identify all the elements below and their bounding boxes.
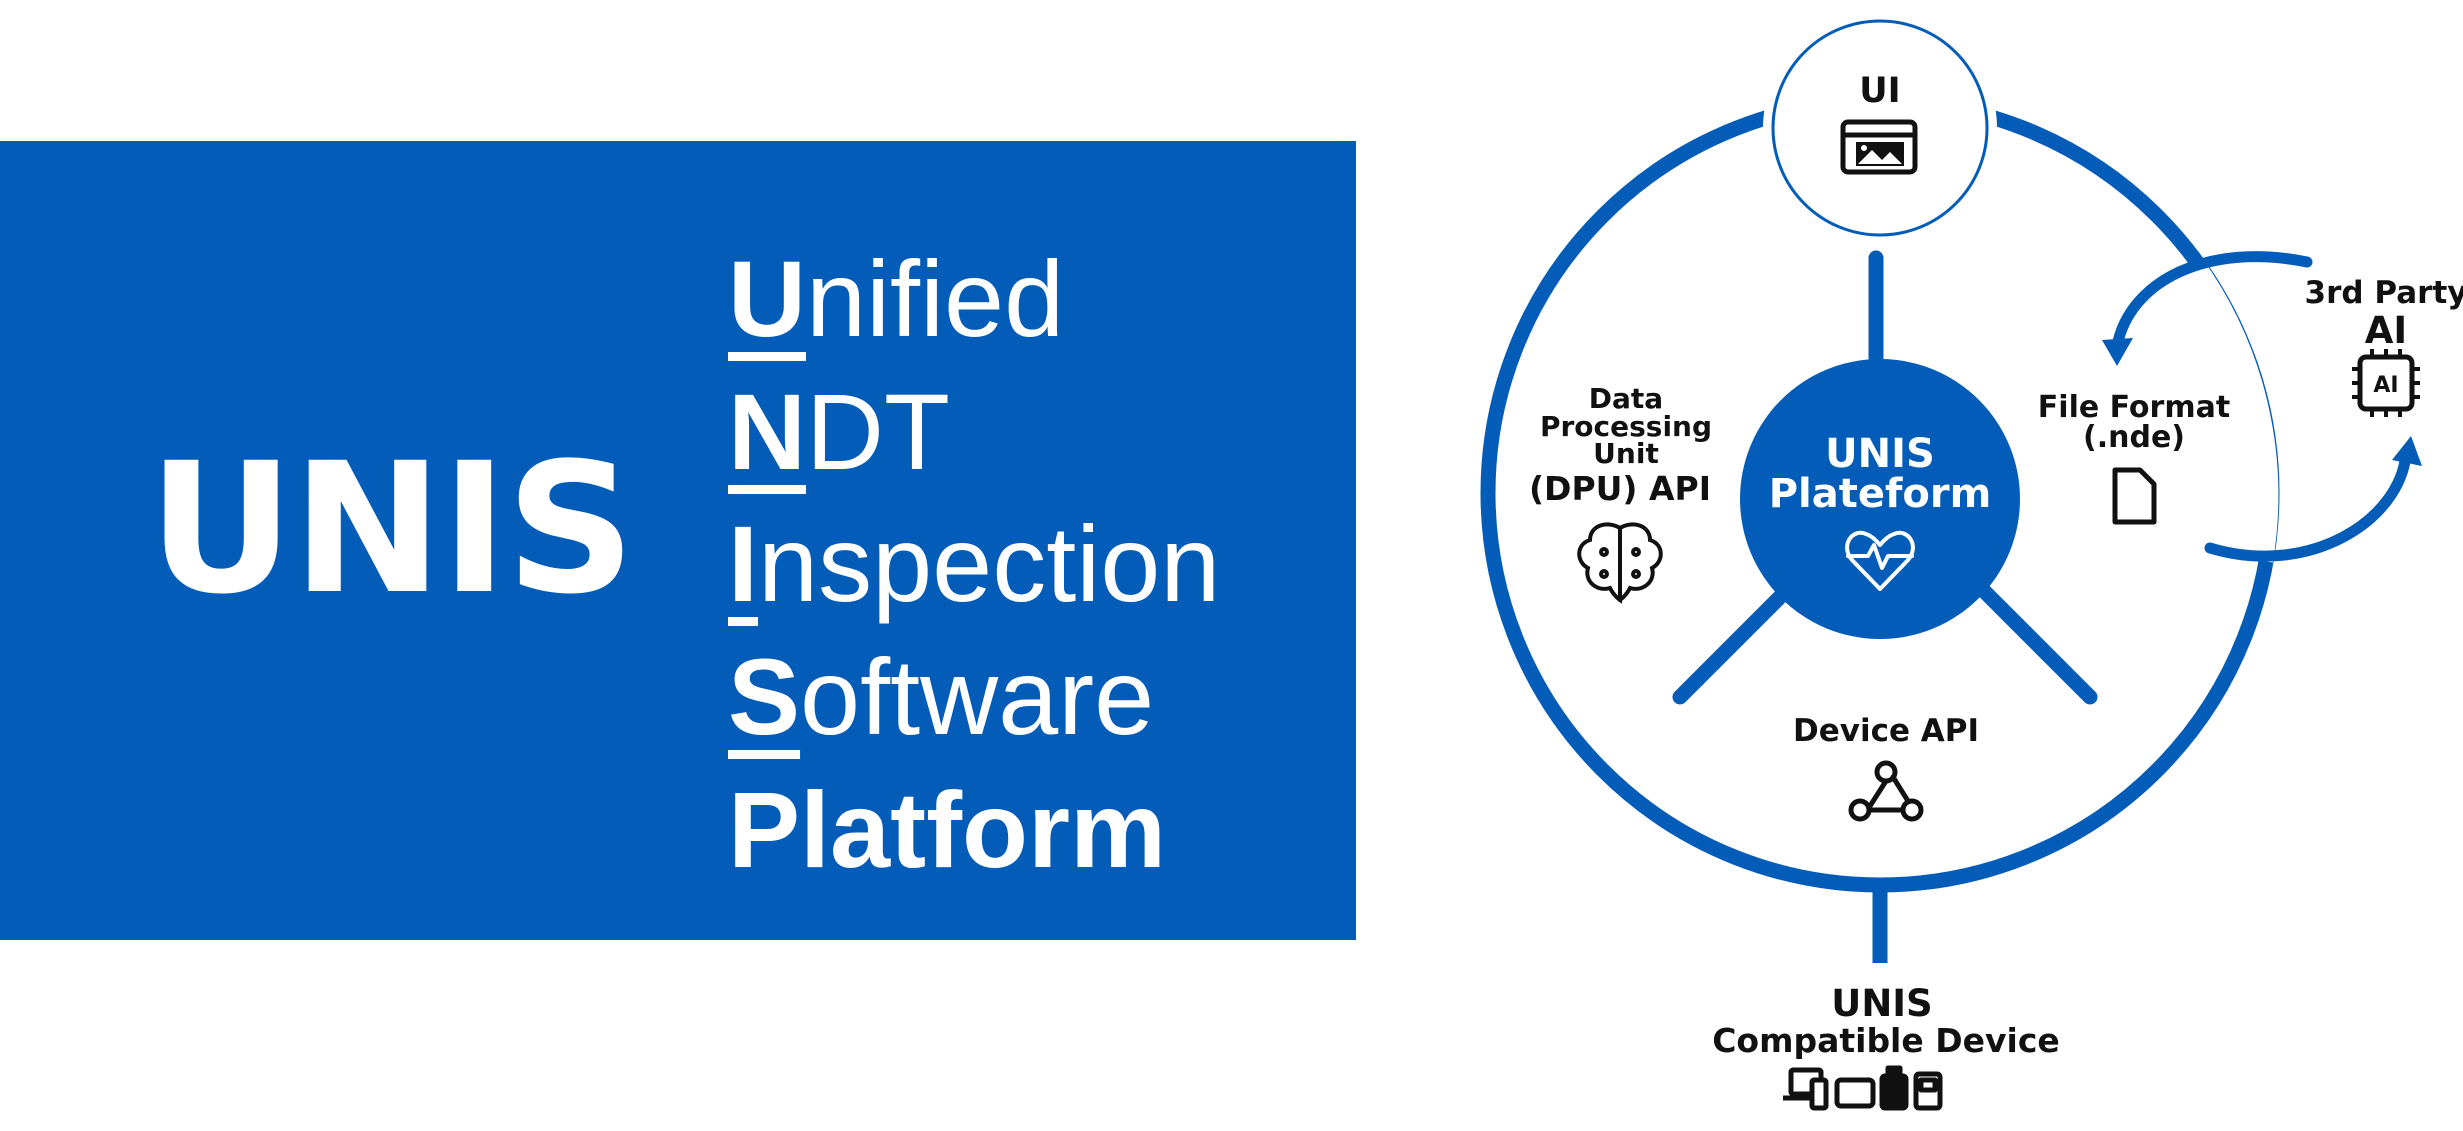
dpu-label-line3: Unit [1593,437,1659,470]
spoke-right [1972,579,2098,705]
center-label-line2: Plateform [1769,471,1992,517]
acronym-line-unified: Unified [728,245,1064,353]
device-label-line1: UNIS [1831,982,1932,1025]
third-party-label-line2: AI [2365,309,2407,352]
dpu-label-line1: Data [1589,382,1663,415]
arrowhead-file-to-ai [2392,436,2422,466]
document-icon [2112,467,2157,525]
ui-label: UI [1859,71,1900,111]
dpu-label-line2: Processing [1540,410,1712,443]
arrow-file-to-ai [2204,448,2412,562]
dpu-label-line4: (DPU) API [1529,469,1711,508]
acronym-line-ndt: NDT [728,378,950,486]
acronym-letter: I [728,503,759,624]
spoke-left [1672,579,1798,705]
ai-chip-icon: AI [2352,349,2420,417]
acronym-line-inspection: Inspection [728,510,1220,618]
device-api-label: Device API [1793,713,1979,749]
title-banner [0,141,1356,940]
third-party-label-line1: 3rd Party [2305,275,2463,311]
acronym-line-platform: Platform [728,769,1167,890]
acronym-word-rest: nspection [758,503,1221,624]
acronym-letter: N [728,371,806,492]
ring-gap-right [2177,258,2279,563]
devices-icon [1783,1065,1943,1111]
ai-chip-label: AI [2373,373,2398,398]
center-node [1740,359,2020,639]
device-label-line2: Compatible Device [1712,1021,2060,1060]
arrowhead-ai-to-file [2102,338,2133,366]
ui-node [1771,19,1989,237]
browser-image-icon [1840,119,1918,175]
arrow-ai-to-file [2111,251,2313,352]
acronym-word-rest: DT [806,371,950,492]
acronym-letter: S [728,636,801,757]
heart-pulse-icon [1845,530,1915,591]
acronym-line-software: Software [728,643,1154,751]
acronym-word-rest: nified [806,238,1065,359]
brain-circuit-icon [1577,522,1663,604]
platform-diagram: UI UNIS Plateform Data Processing Unit (… [1480,11,2463,1111]
unis-title: UNIS [148,425,635,634]
webhook-icon [1848,760,1924,822]
acronym-word-rest: oftware [800,636,1155,757]
center-label-line1: UNIS [1825,431,1935,477]
acronym-letter: U [728,238,806,359]
file-format-label-line1: File Format [2038,390,2230,425]
file-format-label-line2: (.nde) [2083,420,2185,455]
